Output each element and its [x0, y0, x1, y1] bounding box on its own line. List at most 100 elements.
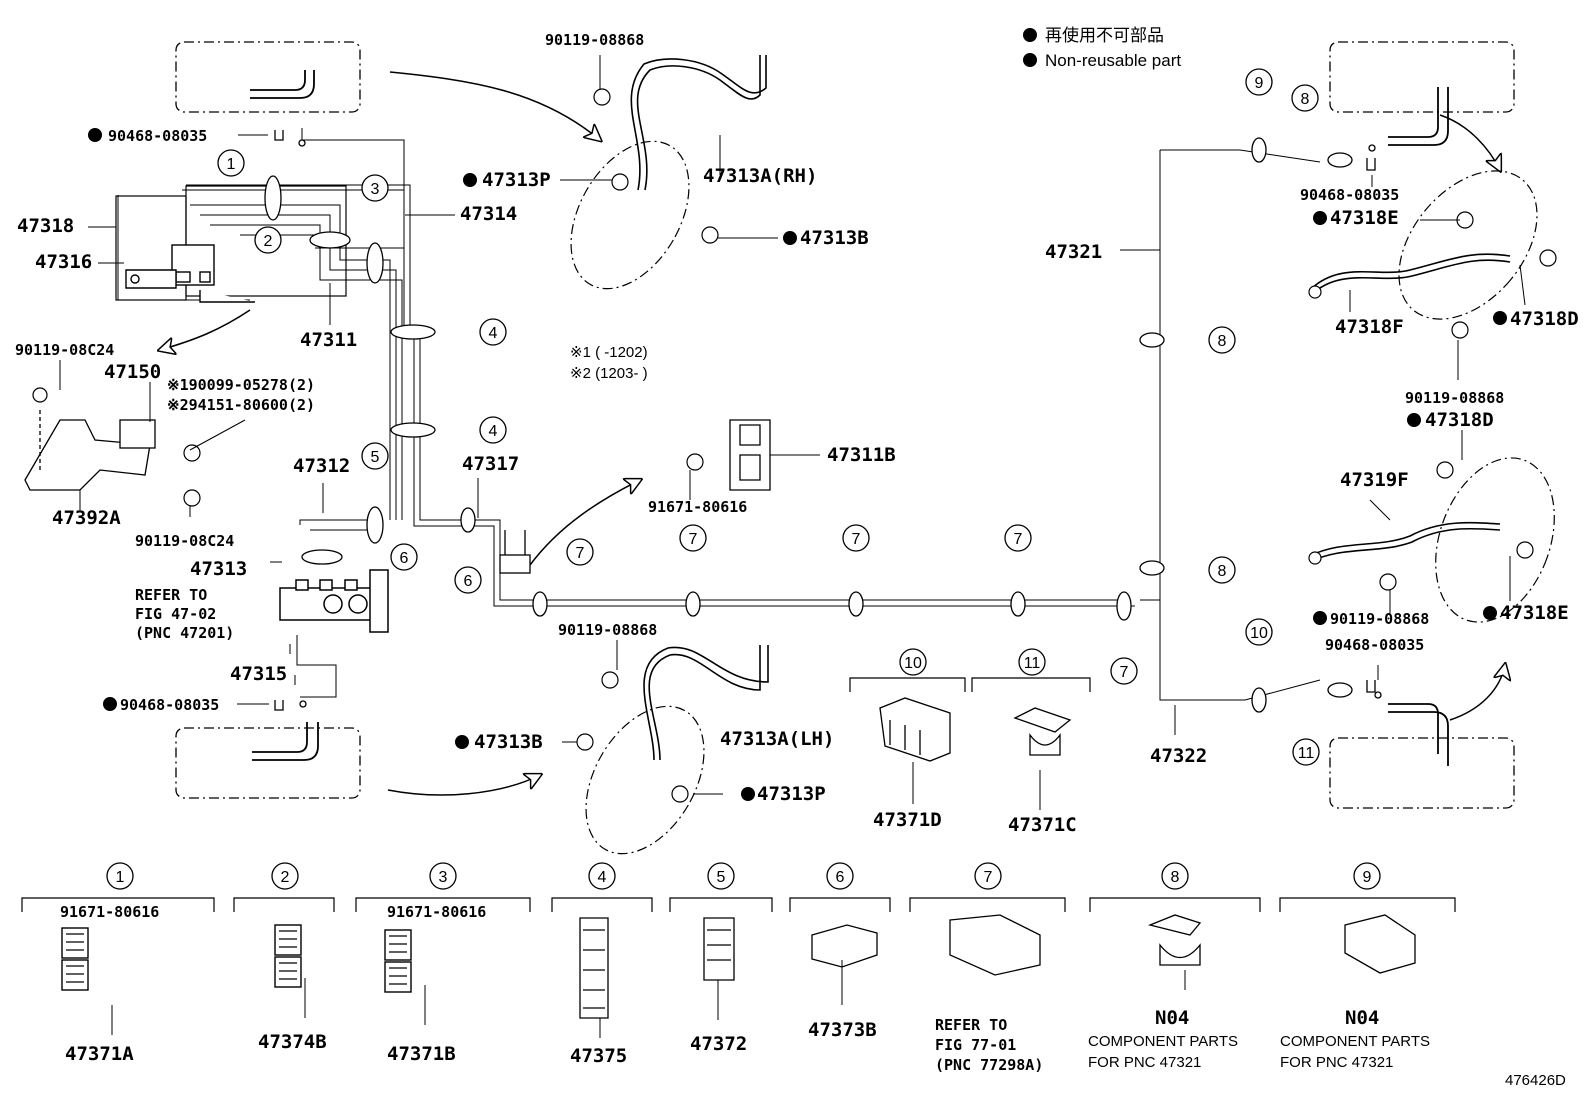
label-47371D: 47371D	[873, 809, 942, 831]
fittings	[274, 130, 1382, 711]
note-2: ※2 (1203- )	[570, 365, 648, 382]
callout-8: 8	[1208, 326, 1236, 354]
svg-text:6: 6	[400, 550, 409, 567]
label-N04: N04	[1345, 1007, 1379, 1029]
component-parts-label: COMPONENT PARTS	[1280, 1033, 1430, 1050]
label-47371C: 47371C	[1008, 814, 1077, 836]
refer-line2: FIG 47-02	[135, 605, 216, 623]
label-90119-08868: 90119-08868	[558, 621, 657, 639]
callout-10: 10	[1245, 618, 1273, 646]
label-90119-08868-top: 90119-08868	[545, 31, 644, 49]
label-94151-80600: ※294151-80600(2)	[167, 396, 315, 414]
callout-8: 8	[1161, 862, 1189, 890]
callout-3: 3	[361, 174, 389, 202]
label-47321: 47321	[1045, 241, 1102, 263]
wheel-region-front-left	[175, 41, 1515, 809]
label-90468-08035: 90468-08035	[1300, 186, 1399, 204]
label-47318E: 47318E	[1500, 602, 1569, 624]
label-47313P: 47313P	[757, 783, 826, 805]
label-47313B: 47313B	[800, 227, 869, 249]
refer-line1: REFER TO	[135, 586, 207, 604]
label-47313A-RH: 47313A(RH)	[703, 165, 817, 187]
leader-lines	[59, 55, 1526, 1038]
callout-7: 7	[1004, 524, 1032, 552]
svg-text:4: 4	[489, 423, 498, 440]
label-90119-08868: 90119-08868	[1405, 389, 1504, 407]
refer-b-line1: REFER TO	[935, 1016, 1007, 1034]
svg-text:9: 9	[1255, 75, 1264, 92]
legend: 再使用不可部品 Non-reusable part	[1023, 25, 1181, 70]
non-reusable-bullets	[88, 128, 1507, 801]
refer-b-line3: (PNC 77298A)	[935, 1056, 1043, 1074]
label-47373B: 47373B	[808, 1019, 877, 1041]
label-47311B: 47311B	[827, 444, 896, 466]
label-N04: N04	[1155, 1007, 1189, 1029]
svg-text:1: 1	[227, 156, 236, 173]
callout-9: 9	[1245, 68, 1273, 96]
svg-text:8: 8	[1218, 563, 1227, 580]
svg-text:5: 5	[371, 449, 380, 466]
svg-text:3: 3	[371, 181, 380, 198]
callout-11: 11	[1018, 648, 1046, 676]
label-90468-08035: 90468-08035	[120, 696, 219, 714]
label-47372: 47372	[690, 1033, 747, 1055]
callout-11: 11	[1292, 738, 1320, 766]
callout-4: 4	[479, 318, 507, 346]
callout-6: 6	[826, 862, 854, 890]
bullet-icon	[1023, 53, 1037, 67]
clamp-47311B	[729, 419, 771, 491]
figure-id: 476426D	[1505, 1072, 1566, 1089]
callout-1: 1	[217, 149, 245, 177]
svg-text:3: 3	[439, 869, 448, 886]
callout-8: 8	[1291, 84, 1319, 112]
svg-text:7: 7	[576, 545, 585, 562]
part-labels: 90119-08868 90468-08035 47318 47316 4731…	[15, 31, 1579, 1089]
label-47317: 47317	[462, 453, 519, 475]
label-47318E: 47318E	[1330, 207, 1399, 229]
label-47392A: 47392A	[52, 507, 121, 529]
svg-text:11: 11	[1024, 655, 1041, 672]
label-91671-80616: 91671-80616	[648, 498, 747, 516]
label-90099-05278: ※190099-05278(2)	[167, 376, 315, 394]
tube-connector-47317	[499, 530, 531, 574]
label-47311: 47311	[300, 329, 357, 351]
svg-text:8: 8	[1301, 91, 1310, 108]
legend-line2: Non-reusable part	[1045, 51, 1181, 70]
flexible-hoses	[630, 55, 1511, 761]
label-47318D: 47318D	[1510, 308, 1579, 330]
svg-text:8: 8	[1171, 869, 1180, 886]
callout-7: 7	[1110, 657, 1138, 685]
label-90119-08C24: 90119-08C24	[15, 341, 114, 359]
bullet-icon	[1023, 28, 1037, 42]
label-90119-08868: 90119-08868	[1330, 610, 1429, 628]
callout-7: 7	[566, 538, 594, 566]
callout-1: 1	[106, 862, 134, 890]
label-47318D: 47318D	[1425, 409, 1494, 431]
label-47375: 47375	[570, 1045, 627, 1067]
callout-10: 10	[899, 648, 927, 676]
label-47313B: 47313B	[474, 731, 543, 753]
component-parts-pnc: FOR PNC 47321	[1088, 1054, 1201, 1071]
label-47318: 47318	[17, 215, 74, 237]
label-47371A: 47371A	[65, 1043, 134, 1065]
svg-text:4: 4	[489, 325, 498, 342]
svg-text:11: 11	[1298, 745, 1315, 762]
svg-text:2: 2	[281, 869, 290, 886]
label-47318F: 47318F	[1335, 316, 1404, 338]
callout-8: 8	[1208, 556, 1236, 584]
callout-7: 7	[974, 862, 1002, 890]
note-1: ※1 ( -1202)	[570, 344, 648, 361]
svg-text:4: 4	[598, 869, 607, 886]
label-91671-80616: 91671-80616	[60, 903, 159, 921]
svg-text:6: 6	[464, 573, 473, 590]
label-91671-80616: 91671-80616	[387, 903, 486, 921]
svg-text:7: 7	[852, 531, 861, 548]
label-47313P: 47313P	[482, 169, 551, 191]
label-90119-08C24: 90119-08C24	[135, 532, 234, 550]
label-47374B: 47374B	[258, 1031, 327, 1053]
callout-5: 5	[361, 442, 389, 470]
svg-text:7: 7	[984, 869, 993, 886]
hose-detail-circles	[570, 140, 1555, 855]
svg-text:2: 2	[264, 233, 273, 250]
